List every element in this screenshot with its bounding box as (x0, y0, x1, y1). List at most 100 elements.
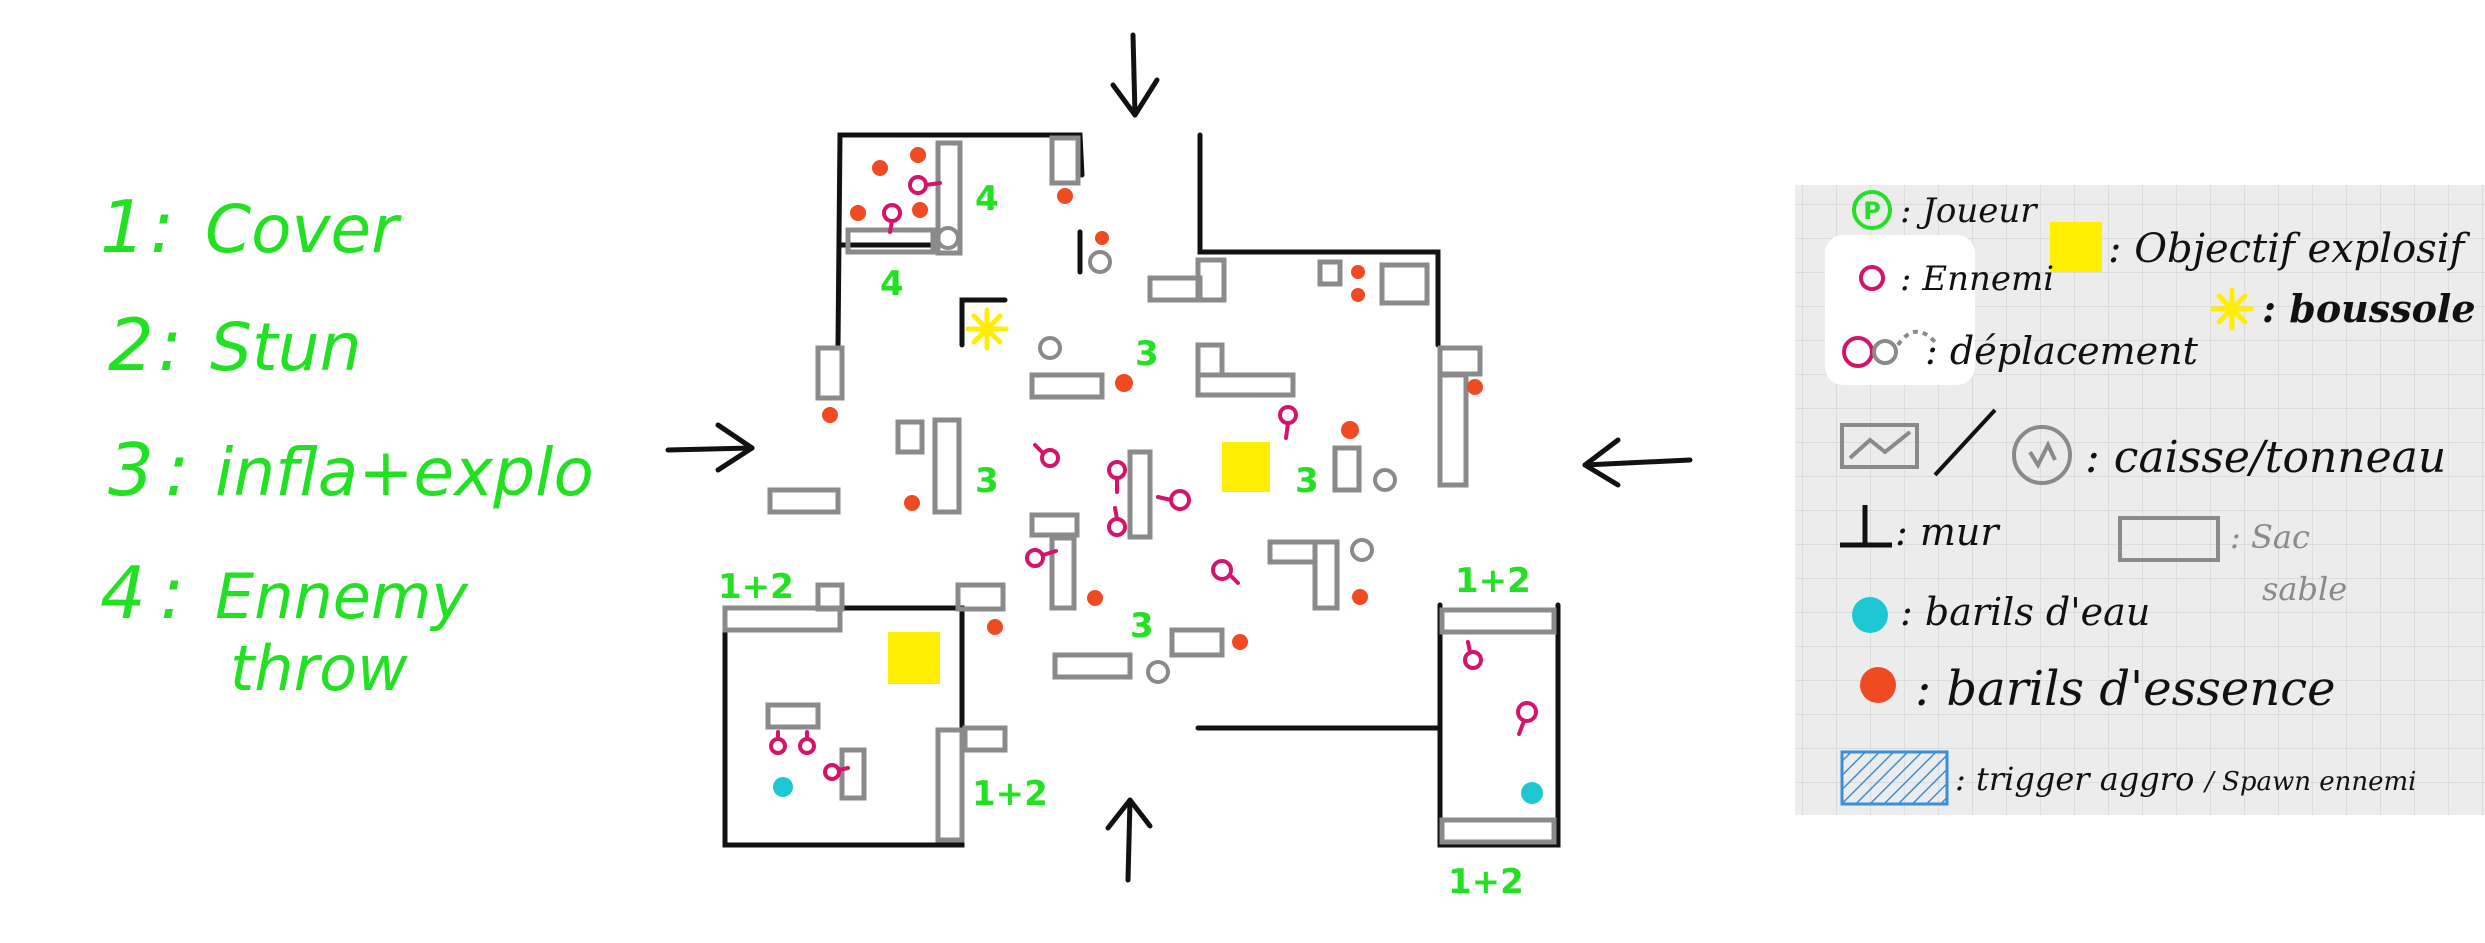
player-icon-letter: P (1863, 197, 1881, 225)
enemy-icon (1278, 405, 1298, 440)
sandbag (1029, 512, 1080, 538)
note-text: Stun (210, 309, 361, 386)
fuel-barrel (910, 147, 926, 163)
arrow-left-icon (1582, 437, 1693, 488)
legend-wall-label: : mur (1895, 510, 2001, 554)
note-2: 2 : Stun (108, 303, 361, 387)
compass-icon (965, 307, 1009, 351)
fuel-barrel (850, 205, 866, 221)
zone-labels: 4 4 3 3 3 3 1+2 1+2 1+2 1+2 (718, 179, 1531, 902)
enemy-icon (1211, 559, 1240, 585)
legend-crate-barrel-label: : caisse/tonneau (2085, 432, 2446, 483)
legend-water-label: : barils d'eau (1900, 590, 2150, 634)
sandbag (1437, 345, 1483, 377)
wall-compass-corner (959, 297, 1008, 348)
legend-water-swatch (1852, 597, 1888, 633)
legend-movement-label: : déplacement (1925, 329, 2199, 373)
legend-player-label: : Joueur (1900, 191, 2038, 231)
sandbag (1052, 652, 1133, 680)
zone-label: 3 (1295, 461, 1319, 501)
enemy-icon (1107, 460, 1127, 494)
fuel-barrel (912, 202, 928, 218)
fuel-barrel (1467, 379, 1483, 395)
barrel-icon (1350, 538, 1374, 562)
legend-sandbag-label: : Sac (2230, 518, 2310, 556)
legend-slash (1933, 408, 1997, 477)
wall-se-room (1437, 602, 1561, 848)
legend-trigger-label: : trigger aggro (1955, 760, 2194, 798)
sandbag (895, 419, 925, 455)
barrel-icon (1088, 250, 1112, 274)
arrow-up-icon (1105, 797, 1153, 883)
legend-compass-icon (2210, 287, 2254, 331)
fuel-barrel (1095, 231, 1109, 245)
entry-arrows (665, 32, 1693, 883)
note-colon: : (165, 428, 189, 512)
legend-objective-swatch (2050, 222, 2102, 272)
fuel-barrel (1341, 421, 1359, 439)
enemy-icon (1516, 701, 1538, 736)
left-notes: 1 : Cover 2 : Stun 3 : infla+explo 4 : E… (100, 185, 594, 705)
note-number: 2 (108, 303, 154, 387)
fuel-barrel (872, 160, 888, 176)
sandbag (935, 140, 963, 256)
enemy-icon (769, 730, 787, 755)
sandbag (1195, 342, 1225, 378)
sandbag (1147, 275, 1203, 303)
legend-enemy-icon (1859, 265, 1885, 291)
sandbag (1332, 445, 1362, 493)
fuel-barrel (1351, 288, 1365, 302)
enemies (769, 175, 1538, 781)
note-number: 4 (100, 551, 146, 635)
fuel-barrel (1087, 590, 1103, 606)
legend-enemy-label: : Ennemi (1900, 259, 2054, 299)
fuel-barrel (1057, 188, 1073, 204)
barrel-icon (936, 226, 960, 250)
sandbag (1127, 449, 1153, 540)
crates (722, 135, 1557, 845)
explosive-objective (888, 632, 940, 684)
note-text: Cover (205, 191, 402, 268)
water-barrels (773, 777, 1543, 804)
note-text: infla+explo (215, 434, 594, 511)
enemy-icon (1156, 489, 1191, 511)
enemy-icon (823, 763, 850, 781)
sandbag (1029, 372, 1105, 400)
water-barrel (773, 777, 793, 797)
legend-trigger-swatch (1840, 750, 1949, 806)
fuel-barrel (1232, 634, 1248, 650)
sandbag (1379, 262, 1430, 306)
legend-sandbag-icon (2118, 516, 2220, 562)
sandbag (815, 345, 845, 401)
wall-sw-room (722, 605, 965, 848)
legend-compass-label: : boussole (2262, 286, 2476, 331)
legend-wall-icon (1840, 505, 1892, 548)
sandbag (815, 582, 845, 612)
zone-label: 4 (975, 179, 999, 219)
fuel-barrels (822, 147, 1483, 650)
sandbag (1169, 627, 1225, 658)
legend-objective-label: : Objectif explosif (2108, 226, 2470, 272)
enemy-icon (1107, 506, 1127, 537)
sandbag (767, 487, 841, 515)
note-colon: : (160, 551, 184, 635)
sandbag (1195, 372, 1296, 398)
zone-label: 1+2 (972, 774, 1048, 814)
zone-label: 3 (1130, 606, 1154, 646)
barrel-icon (1373, 468, 1397, 492)
sandbag (1439, 817, 1557, 845)
sandbag (932, 417, 962, 515)
zone-label: 1+2 (1448, 862, 1524, 902)
legend-panel: P : Joueur : Objectif explosif : Ennemi … (1795, 185, 2485, 815)
note-text: Ennemy (215, 560, 469, 633)
enemy-icon (1025, 548, 1058, 568)
fuel-barrel (1352, 589, 1368, 605)
enemy-icon (798, 730, 816, 755)
sandbag (1049, 135, 1081, 186)
sandbag (962, 725, 1008, 753)
sandbag (765, 702, 821, 730)
note-colon: : (158, 303, 182, 387)
player-icon: P (1852, 190, 1892, 230)
zone-label: 1+2 (1455, 561, 1531, 601)
